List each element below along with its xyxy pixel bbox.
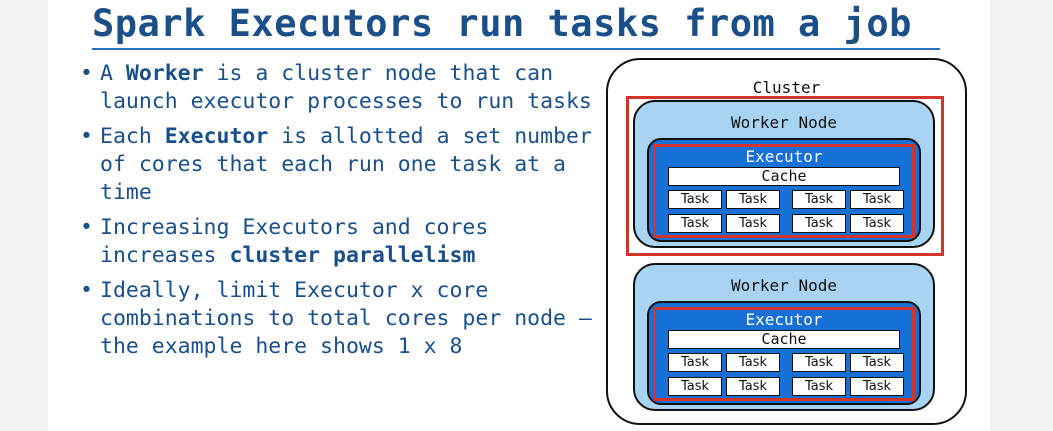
bullet-dot: • [80, 278, 93, 303]
task-box: Task [792, 214, 846, 233]
bullet-item: • Each Executor is allotted a set number… [80, 123, 605, 207]
task-box: Task [726, 353, 780, 372]
title-underline [92, 48, 940, 50]
bullet-item: • Increasing Executors and cores increas… [80, 214, 605, 270]
bullet-dot: • [80, 61, 93, 86]
bullet-text: A Worker is a cluster node that can laun… [100, 61, 592, 114]
task-box: Task [792, 190, 846, 209]
worker-highlight-box [626, 96, 944, 256]
bullet-item: • A Worker is a cluster node that can la… [80, 60, 605, 116]
executor-label: Executor [745, 147, 823, 166]
task-box: Task [668, 377, 722, 396]
bullet-dot: • [80, 215, 93, 240]
worker-node-label: Worker Node [731, 113, 837, 132]
task-box: Task [726, 214, 780, 233]
cache-box: Cache [668, 167, 900, 186]
bullet-text: Each Executor is allotted a set number o… [100, 124, 592, 205]
task-box: Task [668, 353, 722, 372]
task-box: Task [850, 190, 904, 209]
worker-node-label: Worker Node [731, 276, 837, 295]
task-box: Task [792, 377, 846, 396]
task-box: Task [668, 214, 722, 233]
bullet-dot: • [80, 124, 93, 149]
bullet-item: • Ideally, limit Executor x core combina… [80, 277, 605, 361]
task-box: Task [850, 214, 904, 233]
task-box: Task [850, 377, 904, 396]
task-box: Task [792, 353, 846, 372]
executor-label: Executor [745, 310, 823, 329]
slide-title: Spark Executors run tasks from a job [92, 2, 912, 45]
bullet-text: Increasing Executors and cores increases… [100, 215, 489, 268]
task-box: Task [726, 190, 780, 209]
task-box: Task [850, 353, 904, 372]
cluster-label: Cluster [752, 78, 821, 97]
bullet-text: Ideally, limit Executor x core combinati… [100, 278, 592, 359]
task-box: Task [726, 377, 780, 396]
cache-box: Cache [668, 330, 900, 349]
task-box: Task [668, 190, 722, 209]
bullet-list: • A Worker is a cluster node that can la… [80, 60, 605, 368]
